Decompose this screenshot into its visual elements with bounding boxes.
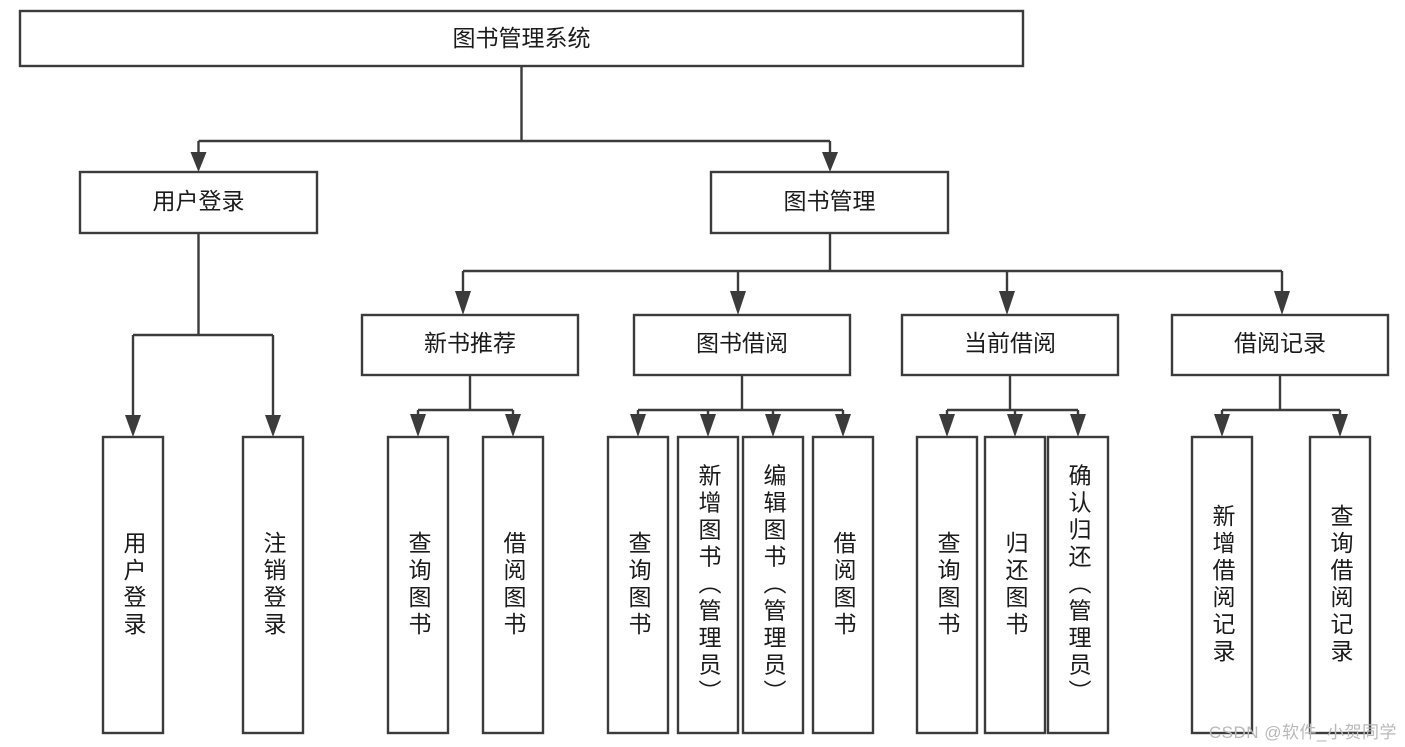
leaf-cb-confirm-return[interactable]: 确认归还（管理员）	[1046, 435, 1110, 735]
arrowhead-br-leaf-1	[1214, 414, 1230, 437]
leaf-br-query-record[interactable]: 查询借阅记录	[1308, 435, 1372, 735]
leaf-bb-add-book[interactable]: 新增图书（管理员）	[676, 435, 740, 735]
leaf-nb-borrow-book-box[interactable]	[481, 435, 545, 735]
leaf-br-add-record[interactable]: 新增借阅记录	[1190, 435, 1254, 735]
leaf-bb-edit-book[interactable]: 编辑图书（管理员）	[741, 435, 805, 735]
book-borrow-label: 图书借阅	[696, 330, 788, 356]
node-root-system[interactable]: 图书管理系统	[18, 9, 1025, 68]
arrowhead-nb-leaf-2	[505, 414, 521, 437]
leaf-cb-return-book-label: 归还图书	[1002, 531, 1029, 639]
arrowhead-borrow-record	[1274, 291, 1290, 315]
leaf-cb-confirm-return-box[interactable]	[1046, 435, 1110, 735]
leaf-user-login-label: 用户登录	[120, 531, 147, 639]
leaf-br-query-record-box[interactable]	[1308, 435, 1372, 735]
arrowhead-cb-leaf-3	[1070, 414, 1086, 437]
arrowhead-cb-leaf-2	[1007, 414, 1023, 437]
arrowhead-current-borrow	[999, 291, 1015, 315]
node-book-borrow[interactable]: 图书借阅	[632, 313, 852, 377]
leaf-bb-add-book-label: 新增图书（管理员）	[695, 464, 722, 707]
node-new-book-recommend[interactable]: 新书推荐	[360, 313, 580, 377]
leaf-logout-login-box[interactable]	[241, 435, 305, 735]
new-book-recommend-box[interactable]	[360, 313, 580, 377]
book-management-label: 图书管理	[784, 188, 876, 214]
connectors-layer	[125, 66, 1348, 437]
arrowhead-nb-leaf-1	[410, 414, 426, 437]
csdn-watermark: CSDN @软件_小贺同学	[1208, 723, 1397, 742]
leaf-bb-borrow-book[interactable]: 借阅图书	[811, 435, 875, 735]
node-user-login[interactable]: 用户登录	[78, 170, 319, 235]
leaf-bb-query-book[interactable]: 查询图书	[606, 435, 670, 735]
new-book-recommend-label: 新书推荐	[424, 330, 516, 356]
arrowhead-book-mgmt	[822, 152, 838, 172]
user-login-label: 用户登录	[153, 188, 245, 214]
arrowhead-leaf-user-login	[125, 415, 141, 437]
leaf-nb-query-book-label: 查询图书	[405, 531, 432, 639]
leaf-br-add-record-box[interactable]	[1190, 435, 1254, 735]
leaf-br-query-record-label: 查询借阅记录	[1327, 504, 1354, 666]
node-book-management[interactable]: 图书管理	[709, 170, 950, 235]
arrowhead-bb-leaf-3	[765, 414, 781, 437]
leaf-bb-borrow-book-label: 借阅图书	[830, 531, 857, 639]
leaf-logout-login-label: 注销登录	[260, 531, 287, 639]
leaf-bb-edit-book-box[interactable]	[741, 435, 805, 735]
leaf-nb-query-book-box[interactable]	[386, 435, 450, 735]
leaf-bb-borrow-book-box[interactable]	[811, 435, 875, 735]
leaf-cb-query-book[interactable]: 查询图书	[915, 435, 979, 735]
leaf-br-add-record-label: 新增借阅记录	[1209, 504, 1236, 666]
user-login-box[interactable]	[78, 170, 319, 235]
leaf-cb-return-book[interactable]: 归还图书	[983, 435, 1047, 735]
arrowhead-bb-leaf-1	[630, 414, 646, 437]
book-management-box[interactable]	[709, 170, 950, 235]
leaf-bb-query-book-box[interactable]	[606, 435, 670, 735]
root-label: 图书管理系统	[453, 25, 591, 51]
borrow-record-box[interactable]	[1170, 313, 1390, 377]
arrowhead-user-login	[190, 152, 207, 172]
arrowhead-bb-leaf-4	[835, 414, 851, 437]
arrowhead-br-leaf-2	[1332, 414, 1348, 437]
arrowhead-leaf-logout	[265, 415, 281, 437]
leaf-bb-edit-book-label: 编辑图书（管理员）	[760, 464, 787, 707]
leaf-cb-query-book-label: 查询图书	[934, 531, 961, 639]
leaf-bb-query-book-label: 查询图书	[625, 531, 652, 639]
leaf-user-login-box[interactable]	[101, 435, 165, 735]
leaf-logout-login[interactable]: 注销登录	[241, 435, 305, 735]
arrowhead-new-book	[455, 291, 471, 315]
arrowhead-book-borrow	[730, 291, 746, 315]
leaf-user-login[interactable]: 用户登录	[101, 435, 165, 735]
node-borrow-record[interactable]: 借阅记录	[1170, 313, 1390, 377]
leaf-nb-query-book[interactable]: 查询图书	[386, 435, 450, 735]
leaf-cb-return-book-box[interactable]	[983, 435, 1047, 735]
borrow-record-label: 借阅记录	[1234, 330, 1326, 356]
root-box[interactable]	[18, 9, 1025, 68]
leaf-bb-add-book-box[interactable]	[676, 435, 740, 735]
leaf-nb-borrow-book[interactable]: 借阅图书	[481, 435, 545, 735]
arrowhead-cb-leaf-1	[939, 414, 955, 437]
leaf-cb-confirm-return-label: 确认归还（管理员）	[1065, 464, 1092, 707]
current-borrow-box[interactable]	[900, 313, 1120, 377]
leaf-cb-query-book-box[interactable]	[915, 435, 979, 735]
book-borrow-box[interactable]	[632, 313, 852, 377]
current-borrow-label: 当前借阅	[964, 330, 1056, 356]
arrowhead-bb-leaf-2	[700, 414, 716, 437]
node-current-borrow[interactable]: 当前借阅	[900, 313, 1120, 377]
leaf-nb-borrow-book-label: 借阅图书	[500, 531, 527, 639]
